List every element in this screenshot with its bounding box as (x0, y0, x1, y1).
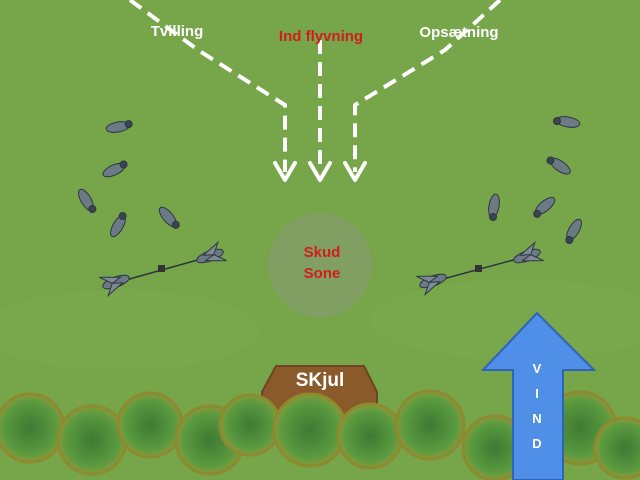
shooting-zone-label: Skud Sone (270, 242, 374, 284)
field-shade (370, 280, 640, 360)
bush (272, 392, 348, 468)
pigeon-decoy (158, 206, 180, 229)
pigeon-decoy (533, 196, 556, 218)
pigeon-decoy (488, 193, 500, 222)
pigeon-decoy (105, 120, 133, 133)
bush (56, 404, 128, 476)
bush (336, 402, 404, 470)
pigeon-decoy (565, 218, 582, 245)
twin-decoy-left (99, 240, 227, 298)
wind-label: V I N D (527, 356, 547, 456)
field-shade (0, 290, 260, 370)
shooting-zone (268, 213, 372, 317)
pigeon-decoy (546, 156, 571, 175)
wind-letter: V (532, 361, 542, 376)
wind-letter: D (532, 436, 542, 451)
wind-letter: N (532, 411, 542, 426)
pigeon-decoy (102, 160, 128, 178)
flight-path-label-setup: Opsætning (419, 24, 499, 41)
shooting-zone-line2: Sone (303, 265, 341, 282)
bush (116, 391, 184, 459)
bush (0, 392, 66, 464)
flight-path-twin (128, 0, 287, 172)
wind-letter: I (535, 386, 539, 401)
arrowhead-center-icon (308, 161, 332, 182)
shooting-zone-line1: Skud (303, 244, 341, 261)
bush (218, 393, 282, 457)
flight-path-label-twin: Tvilling (150, 23, 204, 40)
pigeon-decoy (78, 188, 97, 214)
arrowhead-left-icon (273, 161, 297, 182)
twin-decoy-right (416, 240, 544, 297)
pigeon-decoy (552, 116, 581, 128)
bush (593, 416, 640, 480)
pigeon-decoy (110, 211, 127, 238)
wind-arrow-icon (480, 311, 597, 480)
bush (394, 389, 466, 461)
flight-path-label-approach: Ind flyvning (278, 28, 364, 45)
hide-label: SKjul (295, 370, 345, 391)
arrowhead-right-icon (343, 161, 367, 182)
